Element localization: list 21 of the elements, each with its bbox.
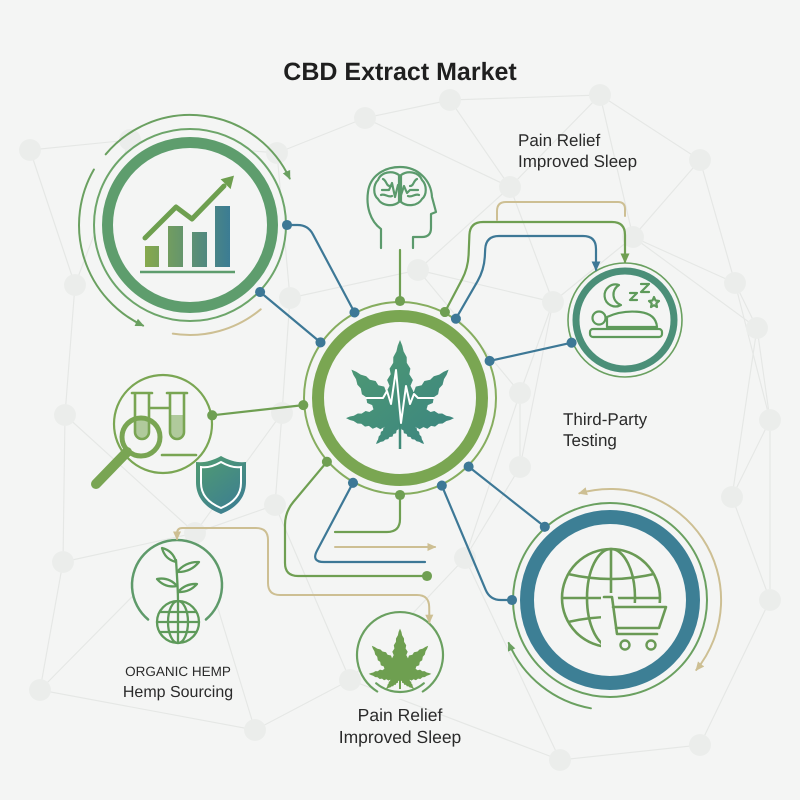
- caption-text: Improved Sleep: [338, 727, 462, 748]
- connector-line: [255, 286, 326, 348]
- connector-line: [284, 456, 432, 582]
- label-text: Improved Sleep: [518, 152, 638, 172]
- label-text: Pain Relief: [518, 131, 600, 152]
- diagram-title: CBD Extract Market: [283, 57, 517, 87]
- arrow: [440, 220, 630, 318]
- label-text: Third-Party Testing: [563, 409, 648, 451]
- connector-line: [314, 478, 426, 564]
- arrow: [450, 234, 600, 324]
- connector-line: [464, 462, 550, 532]
- double-arrow: [172, 527, 434, 624]
- connector-line: [394, 248, 406, 306]
- connector-line: [334, 490, 406, 534]
- caption-text: Hemp Sourcing: [122, 683, 234, 702]
- connector-line: [436, 480, 518, 606]
- connector-line: [282, 220, 360, 318]
- connector-line: [207, 400, 308, 420]
- caption-text: Pain Relief: [358, 705, 442, 726]
- caption-text: ORGANIC HEMP: [125, 664, 231, 680]
- connector-line: [484, 338, 577, 366]
